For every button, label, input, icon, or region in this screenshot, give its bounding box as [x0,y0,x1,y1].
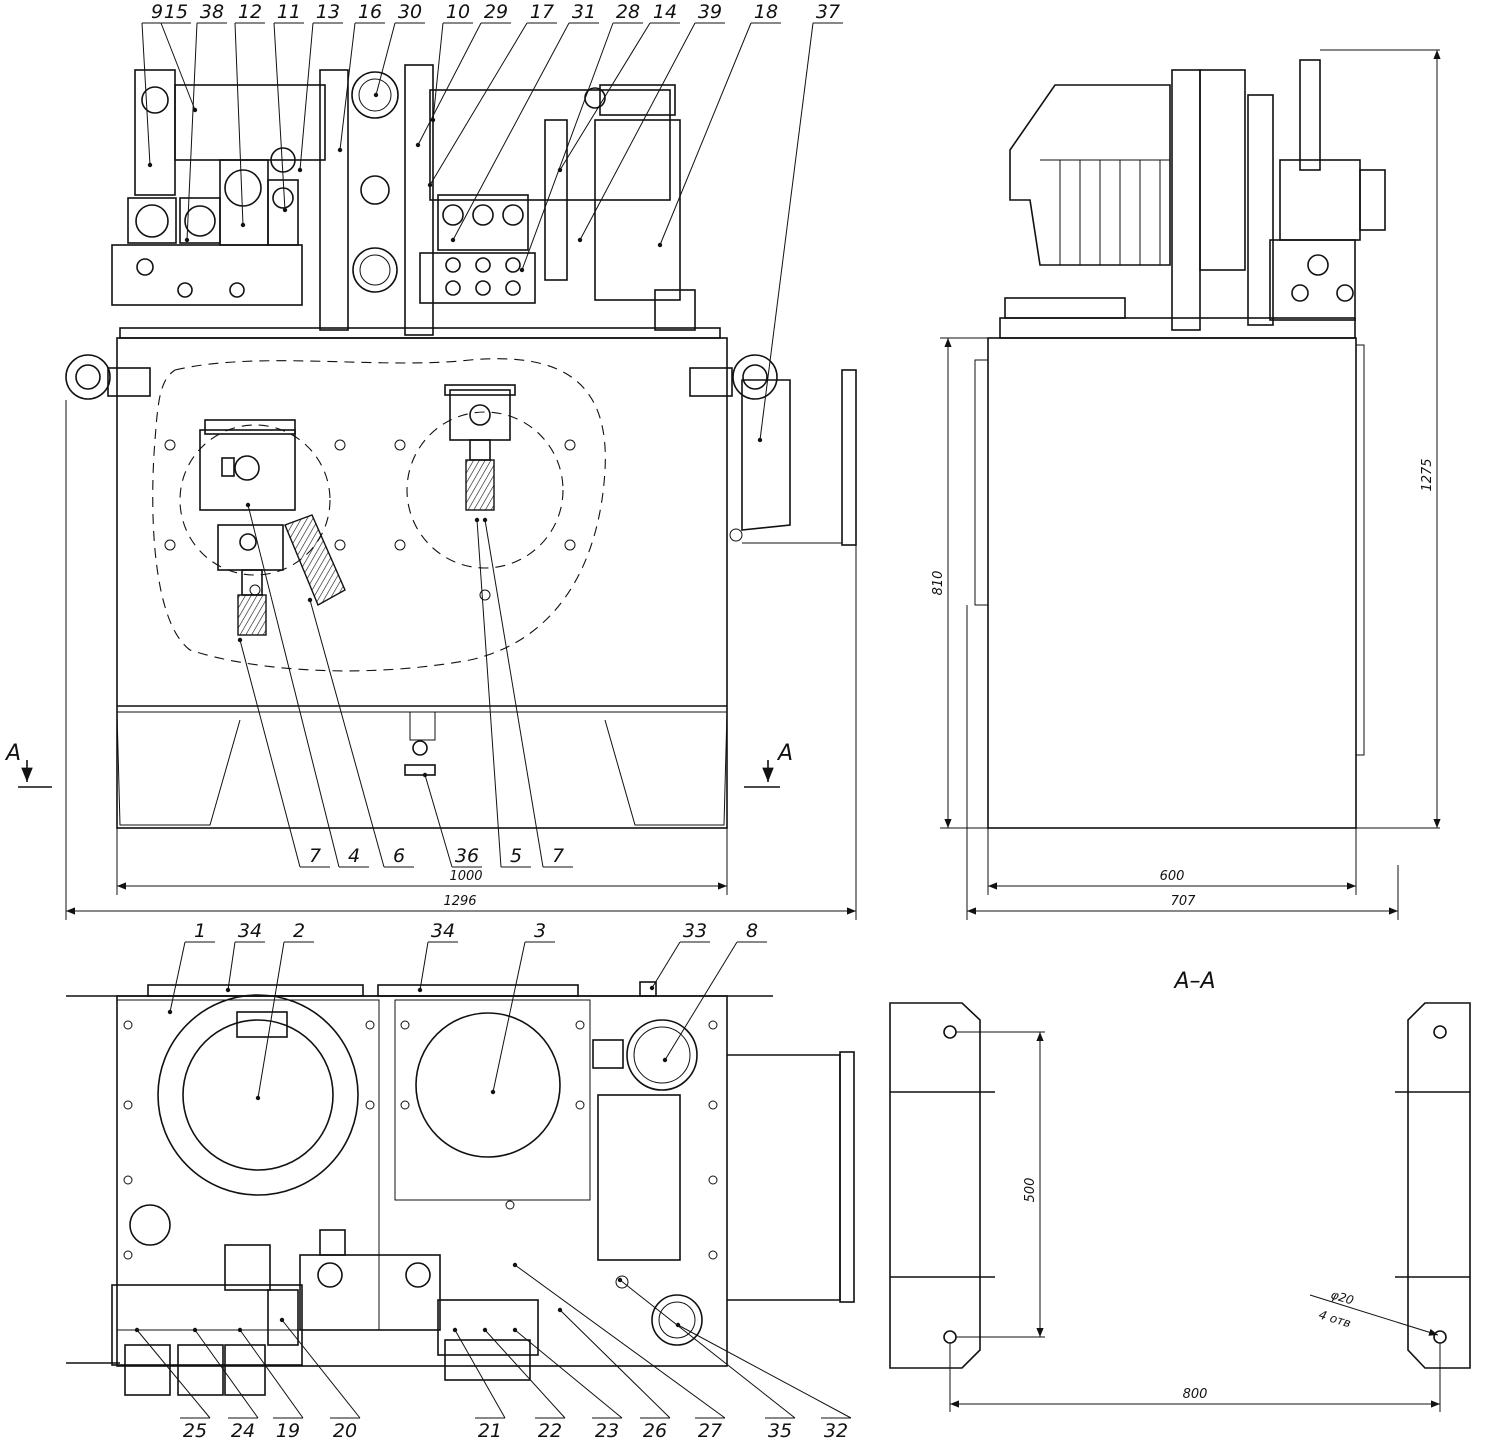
callout-callouts_top-11: 31 [572,1,596,23]
section-arrow-left: A [4,741,52,788]
callout-callouts_bottom_top-0: 1 [194,920,206,942]
callout-callouts_mid-5: 7 [552,845,564,867]
cover-bolts [164,439,576,601]
callout-callouts_top-7: 30 [398,1,422,23]
dim-side-outer: 707 [1171,894,1197,909]
callout-callouts_bottom_bot-4: 21 [478,1420,502,1441]
dim-side-tank-height: 810 [931,571,946,596]
callout-callouts_bottom_top-3: 34 [431,920,455,942]
dim-section-width: 800 [1183,1387,1208,1402]
dim-hole-count: 4 отв [1317,1307,1353,1330]
callout-callouts_top-10: 17 [530,1,554,23]
callout-callouts_top-12: 28 [616,1,640,23]
section-a-a: А–А 500 800 φ20 4 отв [889,969,1471,1412]
callout-callouts_top-0: 9 [151,1,163,23]
section-title: А–А [1172,969,1215,994]
side-view: 600 707 810 1275 [931,49,1441,920]
dim-front-inner: 1000 [449,869,482,884]
callout-callouts_bottom_bot-8: 27 [698,1420,722,1441]
section-arrow-right: A [744,741,793,788]
callout-callouts_mid-2: 6 [393,845,405,867]
plan-view [66,981,855,1396]
section-mark-right: A [776,741,793,766]
callout-callouts_bottom_bot-0: 25 [183,1420,207,1441]
dim-front-outer: 1296 [443,894,476,909]
callout-callouts_top-14: 39 [698,1,722,23]
dim-hole-diameter: φ20 [1329,1287,1356,1307]
callout-callouts_bottom_top-4: 3 [534,920,546,942]
callout-callouts_bottom_top-5: 33 [683,920,707,942]
callout-callouts_bottom_bot-5: 22 [538,1420,562,1441]
callout-callouts_bottom_top-6: 8 [746,920,758,942]
callout-callouts_bottom_bot-3: 20 [333,1420,357,1441]
callout-callouts_top-16: 37 [816,1,840,23]
callout-callouts_top-2: 38 [200,1,224,23]
callout-callouts_top-15: 18 [754,1,778,23]
section-mark-left: A [4,741,21,766]
callout-callouts_top-1: 15 [164,1,188,23]
callout-callouts_bottom_bot-9: 35 [768,1420,792,1441]
callout-callouts_top-13: 14 [653,1,677,23]
dim-section-vertical: 500 [1023,1178,1038,1203]
callout-callouts_top-5: 13 [316,1,340,23]
callout-callouts_top-8: 10 [446,1,470,23]
callout-callouts_bottom_top-2: 2 [293,920,305,942]
plan-bolts [123,1020,718,1260]
callout-callouts_bottom_bot-1: 24 [231,1420,255,1441]
callout-callouts_bottom_top-1: 34 [238,920,262,942]
front-dimensions [65,400,857,920]
callout-callouts_top-6: 16 [358,1,382,23]
callout-callouts_mid-3: 36 [455,845,479,867]
dim-side-inner: 600 [1160,869,1185,884]
callout-callouts_mid-1: 4 [348,845,360,867]
dim-side-total-height: 1275 [1420,458,1435,491]
callout-callouts_bottom_bot-2: 19 [276,1420,300,1441]
motor-fins [1059,160,1161,265]
side-dimensions [940,49,1441,920]
callout-callouts_top-9: 29 [484,1,508,23]
callout-callouts_bottom_bot-10: 32 [824,1420,848,1441]
front-view: 1000 1296 A A [4,64,857,920]
callout-callouts_top-3: 12 [238,1,262,23]
callout-callouts_top-4: 11 [277,1,301,23]
callout-callouts_bottom_bot-6: 23 [595,1420,619,1441]
callout-callouts_mid-0: 7 [309,845,321,867]
callout-callouts_bottom_bot-7: 26 [643,1420,667,1441]
callout-callouts_mid-4: 5 [510,845,522,867]
